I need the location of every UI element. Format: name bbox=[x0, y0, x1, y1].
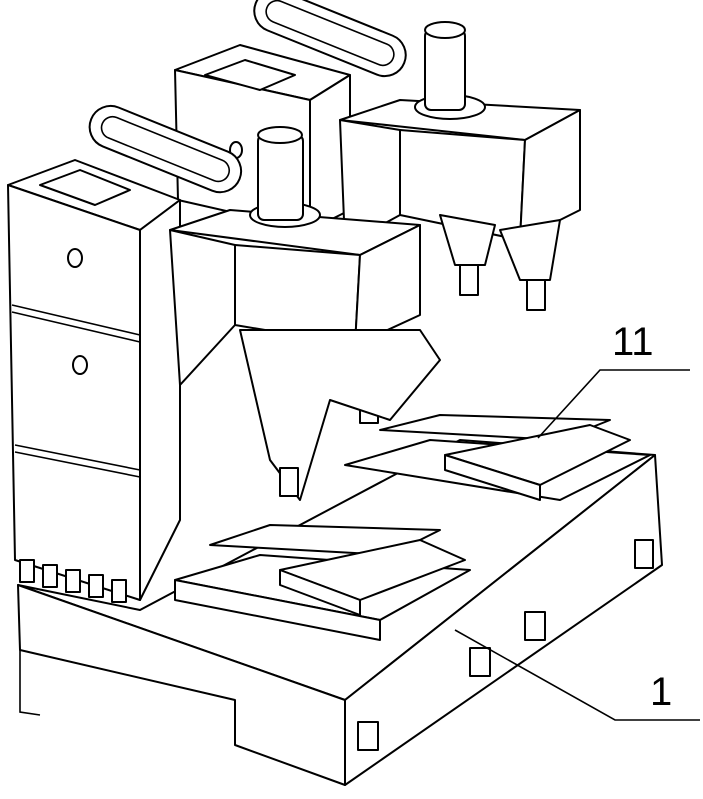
label-11: 11 bbox=[612, 320, 654, 364]
front-column bbox=[8, 160, 180, 602]
label-1: 1 bbox=[650, 670, 672, 714]
